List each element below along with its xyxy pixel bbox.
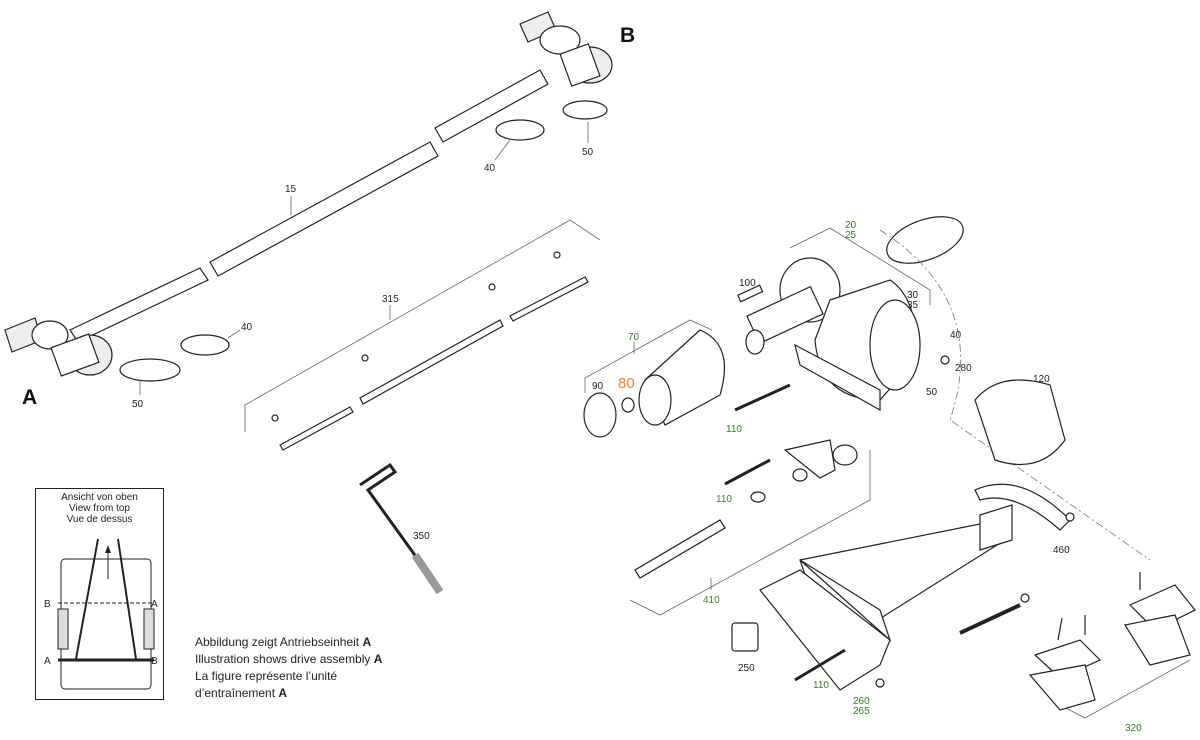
unit-b-label: B [620, 24, 635, 47]
callout-265: 265 [853, 706, 870, 717]
callout-50: 50 [582, 147, 594, 158]
unit-a-label: A [22, 386, 37, 409]
part-callouts: B A 15 40 50 40 50 315 350 20 25 100 30 … [22, 24, 1142, 734]
sleeve [974, 379, 1066, 466]
lever-group [629, 439, 871, 616]
inset-title-en: View from top [69, 503, 130, 514]
callout-100: 100 [739, 278, 756, 289]
callout-110: 110 [726, 424, 742, 435]
caption-en: Illustration shows drive assembly A [195, 652, 383, 666]
callout-40: 40 [950, 330, 962, 341]
callout-40: 40 [484, 163, 496, 174]
caption-fr-1: La figure représente l’unité [195, 669, 338, 683]
callout-70: 70 [628, 332, 640, 343]
roller-drum [583, 319, 791, 438]
inset-mark-b: B [44, 599, 51, 610]
top-view-sketch: B A A B [44, 538, 158, 690]
motor-assembly [737, 216, 1151, 561]
crank-handle [359, 462, 444, 595]
inset-mark-a: A [151, 599, 158, 610]
callout-110: 110 [813, 680, 829, 691]
caption: Abbildung zeigt Antriebseinheit A Illust… [195, 634, 382, 702]
mounting-frame [731, 483, 1075, 691]
callout-280: 280 [955, 363, 972, 374]
inset-title-fr: Vue de dessus [66, 514, 133, 525]
callout-120: 120 [1033, 374, 1050, 385]
callout-320: 320 [1125, 723, 1142, 734]
rod-set [244, 219, 601, 451]
callout-315: 315 [382, 294, 399, 305]
callout-460: 460 [1053, 545, 1070, 556]
callout-80-highlighted: 80 [618, 375, 635, 392]
callout-250: 250 [738, 663, 755, 674]
drive-unit-b [494, 11, 613, 161]
callout-260: 260 [853, 696, 870, 707]
callout-50: 50 [926, 387, 938, 398]
callout-410: 410 [703, 595, 720, 606]
callout-350: 350 [413, 531, 430, 542]
callout-40: 40 [241, 322, 253, 333]
callout-50: 50 [132, 399, 144, 410]
callout-25: 25 [845, 230, 857, 241]
brackets [1028, 572, 1196, 719]
callout-20: 20 [845, 220, 857, 231]
caption-de: Abbildung zeigt Antriebseinheit A [195, 635, 372, 649]
callout-15: 15 [285, 184, 297, 195]
drive-unit-a [4, 317, 241, 395]
callout-90: 90 [592, 381, 604, 392]
top-view-inset: Ansicht von oben View from top Vue de de… [35, 488, 164, 700]
inset-mark-b: B [151, 656, 158, 667]
callout-110: 110 [716, 494, 732, 505]
cross-tube [69, 69, 549, 343]
callout-30: 30 [907, 290, 919, 301]
inset-mark-a: A [44, 656, 51, 667]
callout-35: 35 [907, 300, 919, 311]
inset-title-de: Ansicht von oben [61, 492, 138, 503]
caption-fr-2: d’entraînement A [195, 686, 288, 700]
